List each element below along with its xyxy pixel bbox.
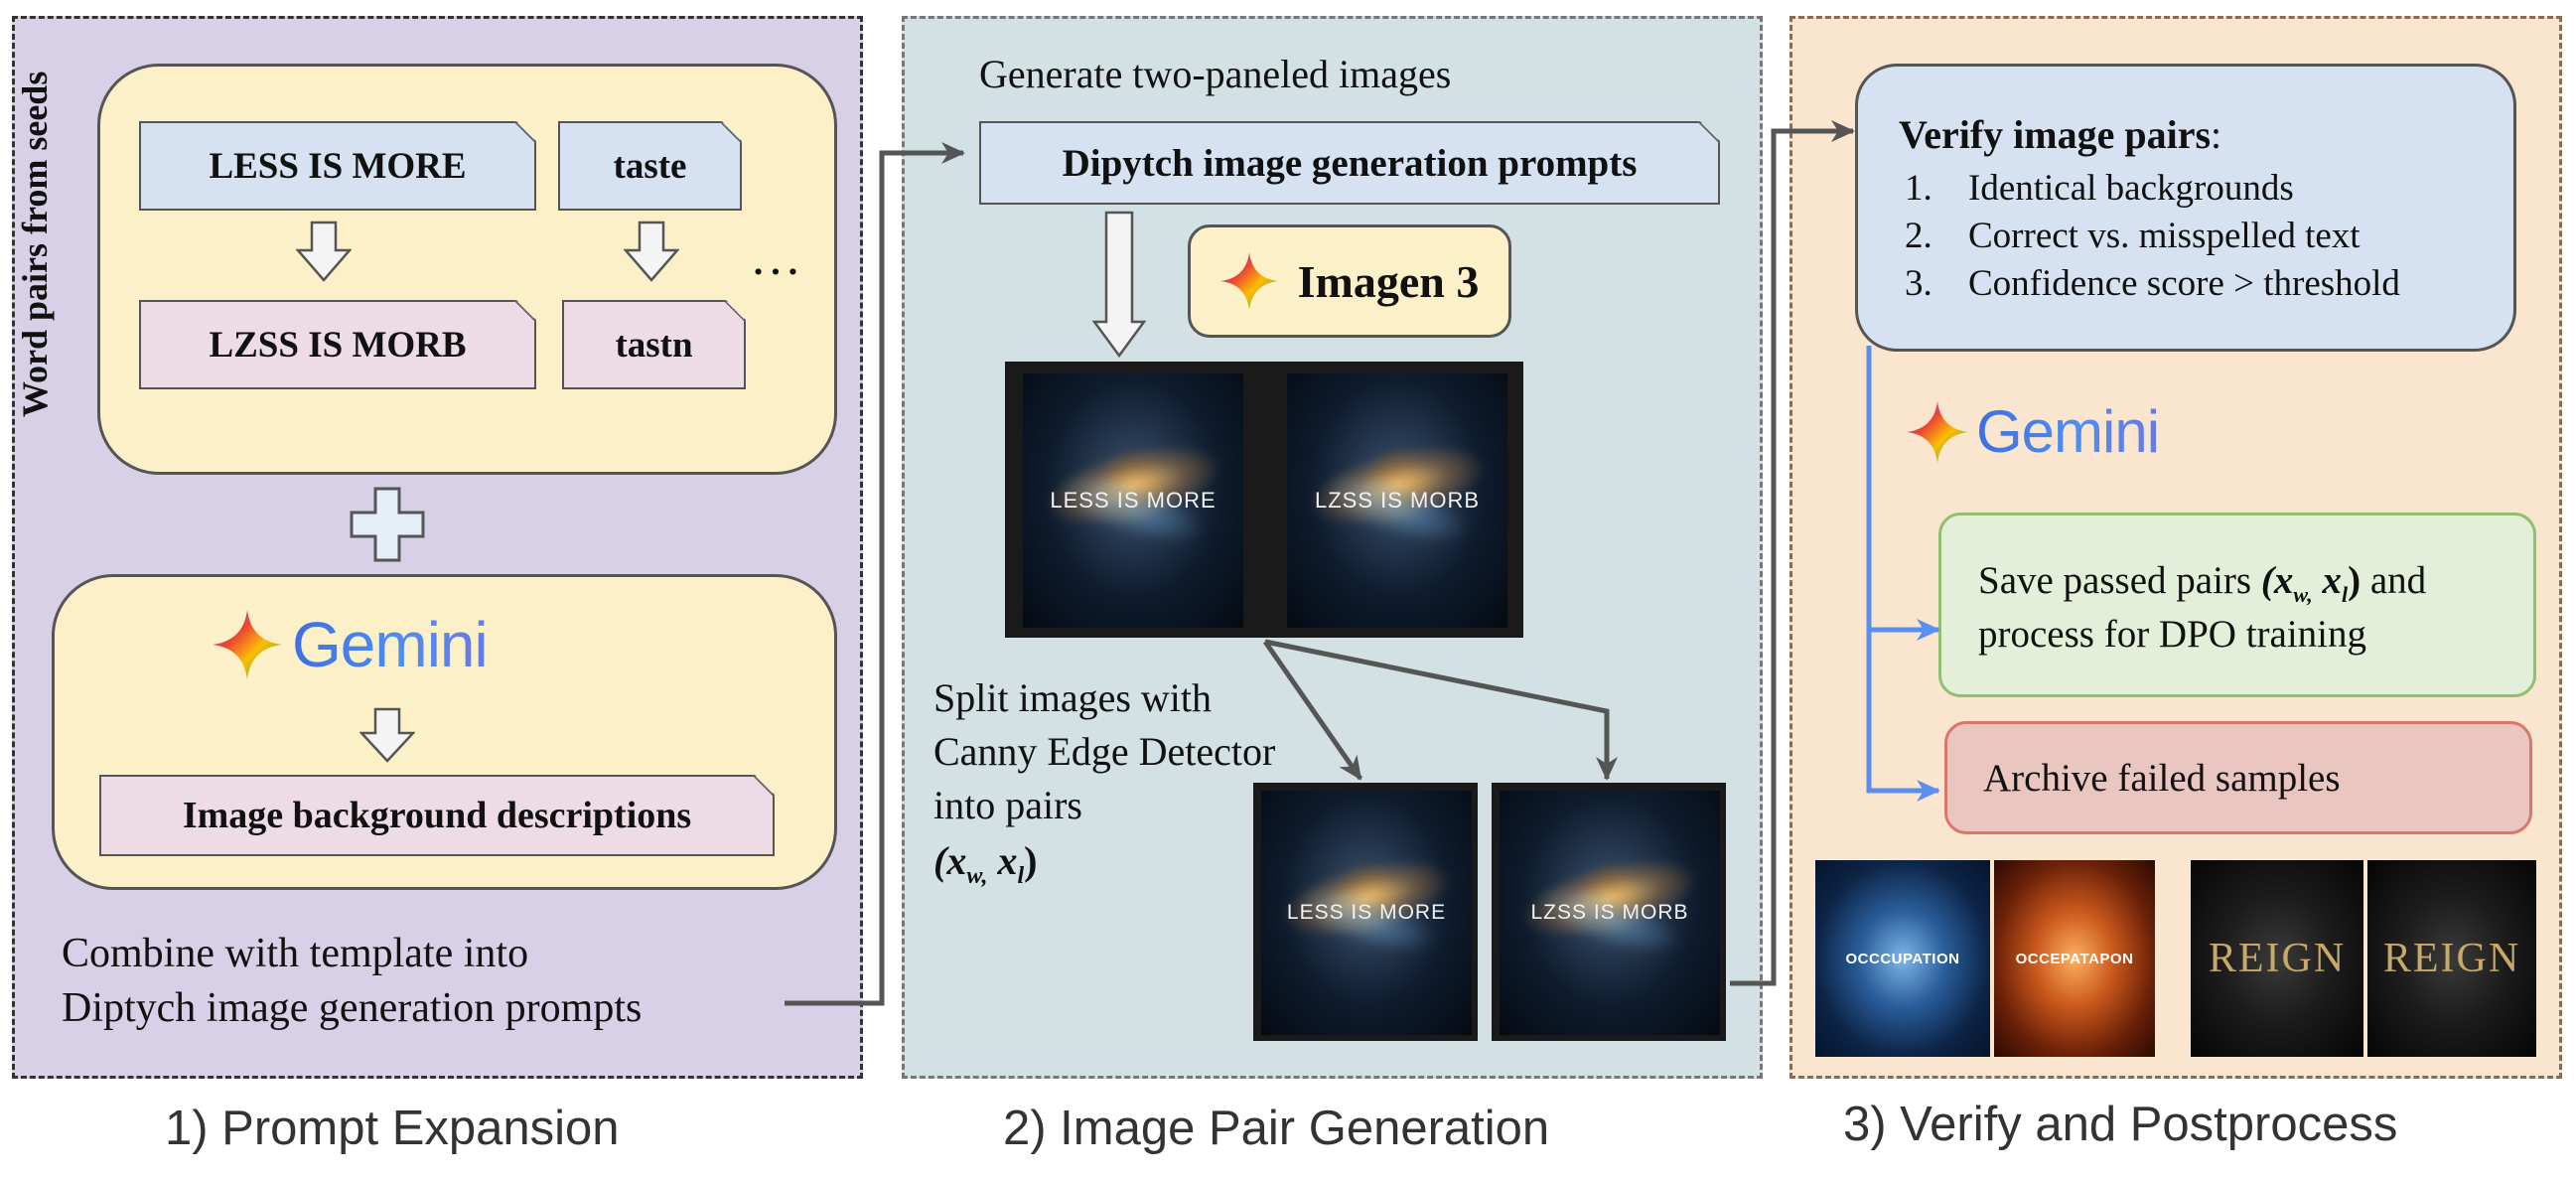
sample1-right-image: OCCEPATAPON <box>1994 860 2155 1057</box>
plus-icon <box>350 487 425 562</box>
diptych-left-panel: LESS IS MORE <box>1023 373 1243 628</box>
diptych-right-panel: LZSS IS MORB <box>1287 373 1507 628</box>
flow-arrow-icon <box>1264 639 1618 781</box>
stage1-caption: 1) Prompt Expansion <box>165 1102 620 1155</box>
gemini-logo: Gemini <box>1907 397 2160 466</box>
save-text-line1: Save passed pairs (xw, xl) and <box>1978 559 2427 607</box>
verify-box <box>1855 64 2516 352</box>
combine-text-line2: Diptych image generation prompts <box>62 985 643 1031</box>
verify-item-2: 2.Correct vs. misspelled text <box>1905 216 2361 256</box>
gemini-star-icon <box>1907 400 1968 463</box>
down-arrow-icon <box>1092 211 1146 358</box>
stage2-caption: 2) Image Pair Generation <box>1003 1102 1550 1155</box>
generate-heading: Generate two-paneled images <box>979 52 1452 96</box>
gemini-logo: Gemini <box>213 608 489 681</box>
flow-arrow-icon <box>1262 640 1363 781</box>
down-arrow-icon <box>296 221 352 282</box>
pair1-misspelled-doc: LZSS IS MORB <box>139 300 536 389</box>
combine-text-line1: Combine with template into <box>62 931 529 976</box>
verify-item-1: 1.Identical backgrounds <box>1905 168 2294 209</box>
ellipsis: … <box>750 229 801 286</box>
save-passed-box <box>1938 513 2536 697</box>
dipytch-prompts-doc: Dipytch image generation prompts <box>979 121 1720 205</box>
stage3-caption: 3) Verify and Postprocess <box>1843 1098 2398 1151</box>
down-arrow-icon <box>624 221 679 282</box>
gemini-wordmark: Gemini <box>1976 398 2160 465</box>
background-descriptions-doc: Image background descriptions <box>99 775 775 856</box>
down-arrow-icon <box>359 707 415 763</box>
imagen-label: Imagen 3 <box>1297 255 1480 307</box>
sample1-left-image: OCCCUPATION <box>1815 860 1990 1057</box>
flow-arrow-icon <box>1730 120 1855 986</box>
gemini-wordmark: Gemini <box>292 609 489 680</box>
gemini-star-icon <box>1219 252 1278 310</box>
verify-title: Verify image pairs: <box>1899 112 2222 157</box>
sample2-left-image: REIGN <box>2191 860 2363 1057</box>
split-text-line1: Split images with <box>933 675 1212 720</box>
archive-failed-box: Archive failed samples <box>1944 721 2532 834</box>
gemini-star-icon <box>213 610 282 679</box>
flow-arrow-icon <box>785 142 965 1006</box>
save-text-line2: process for DPO training <box>1978 613 2367 656</box>
split-left-image: LESS IS MORE <box>1261 791 1472 1035</box>
split-text-line3: into pairs <box>933 783 1082 827</box>
split-text-line2: Canny Edge Detector <box>933 729 1276 774</box>
imagen-model-box: Imagen 3 <box>1188 224 1511 338</box>
flow-arrow-icon <box>1866 346 1940 802</box>
archive-label: Archive failed samples <box>1983 756 2341 800</box>
split-pair-formula: (xw, xl) <box>933 838 1038 889</box>
sample2-right-image: REIGN <box>2367 860 2536 1057</box>
verify-item-3: 3.Confidence score > threshold <box>1905 263 2400 304</box>
split-right-image: LZSS IS MORB <box>1500 791 1720 1035</box>
